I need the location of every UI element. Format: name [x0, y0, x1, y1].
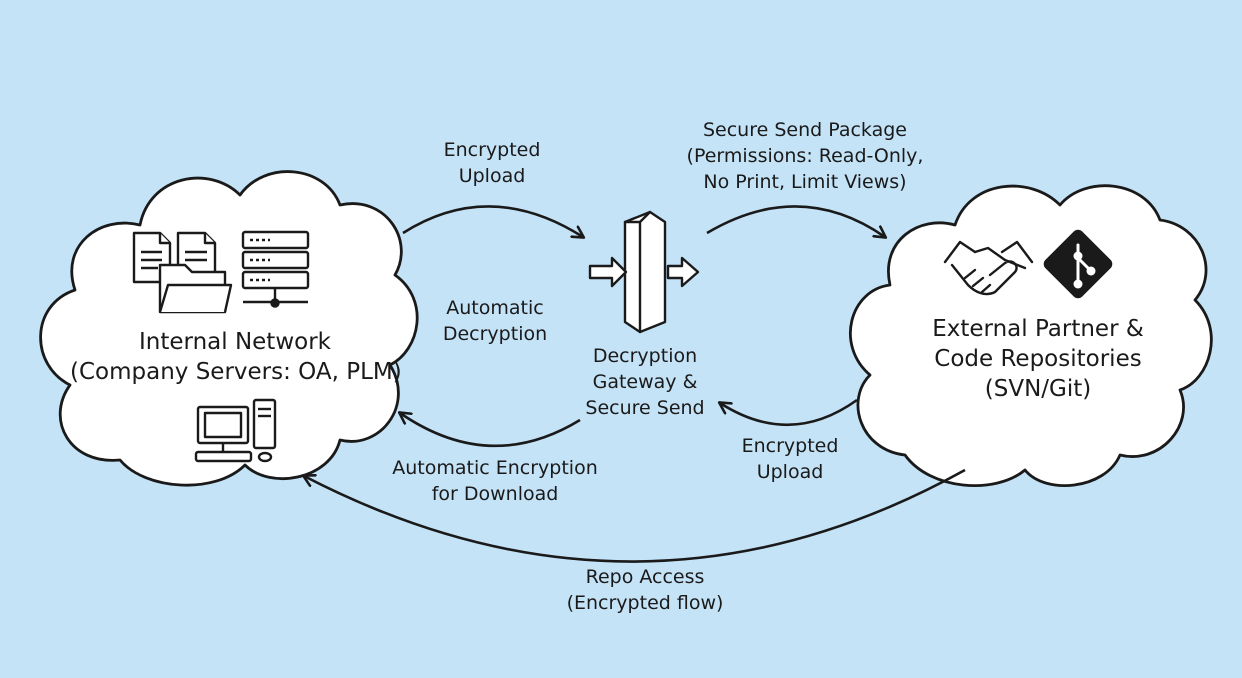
server-rack-icon [241, 230, 310, 308]
repo-access-label: Repo Access (Encrypted flow) [545, 564, 745, 616]
edge-label-line: (Permissions: Read-Only, [686, 145, 924, 167]
edge-label-line: Encrypted [443, 139, 541, 161]
auto-encryption-label: Automatic Encryption for Download [380, 455, 610, 507]
internal-network-label: Internal Network (Company Servers: OA, P… [70, 327, 402, 387]
external-partner-cloud [849, 184, 1213, 488]
edge-label-line: Upload [756, 461, 824, 483]
arrow-encrypted-upload-bottom [720, 398, 858, 427]
internal-network-title: Internal Network [139, 329, 331, 355]
external-partner-subtitle: Code Repositories [934, 346, 1142, 372]
edge-label-line: Secure Send Package [702, 119, 907, 141]
gateway-label: Decryption Gateway & Secure Send [560, 343, 730, 421]
git-icon [1043, 229, 1113, 299]
edge-label-line: Upload [458, 165, 526, 187]
edge-label-line: Automatic Encryption [392, 457, 598, 479]
internal-network-subtitle: (Company Servers: OA, PLM) [70, 359, 402, 385]
external-partner-label: External Partner & Code Repositories (SV… [888, 314, 1188, 404]
auto-decryption-label: Automatic Decryption [420, 295, 570, 347]
arrow-auto-encryption [400, 413, 581, 448]
folder-icon [158, 263, 233, 314]
arrow-repo-access [304, 468, 966, 563]
handshake-icon [943, 240, 1034, 296]
encrypted-upload-bottom-label: Encrypted Upload [710, 433, 870, 485]
edge-label-line: Automatic [446, 297, 544, 319]
gateway-arrows-icon [588, 210, 700, 334]
gateway-label-line3: Secure Send [585, 397, 705, 419]
gateway-label-line1: Decryption [592, 345, 698, 367]
external-partner-detail: (SVN/Git) [984, 376, 1092, 402]
external-partner-title: External Partner & [932, 316, 1144, 342]
edge-label-line: Encrypted [741, 435, 839, 457]
arrow-secure-send [706, 205, 885, 237]
edge-label-line: Repo Access [585, 566, 705, 588]
edge-label-line: (Encrypted flow) [566, 592, 724, 614]
encrypted-upload-top-label: Encrypted Upload [412, 137, 572, 189]
edge-label-line: for Download [431, 483, 559, 505]
edge-label-line: No Print, Limit Views) [703, 171, 907, 193]
gateway-label-line2: Gateway & [592, 371, 698, 393]
secure-send-label: Secure Send Package (Permissions: Read-O… [660, 117, 950, 195]
arrow-encrypted-upload-top [402, 205, 583, 237]
desktop-computer-icon [194, 398, 277, 463]
edge-label-line: Decryption [442, 323, 548, 345]
